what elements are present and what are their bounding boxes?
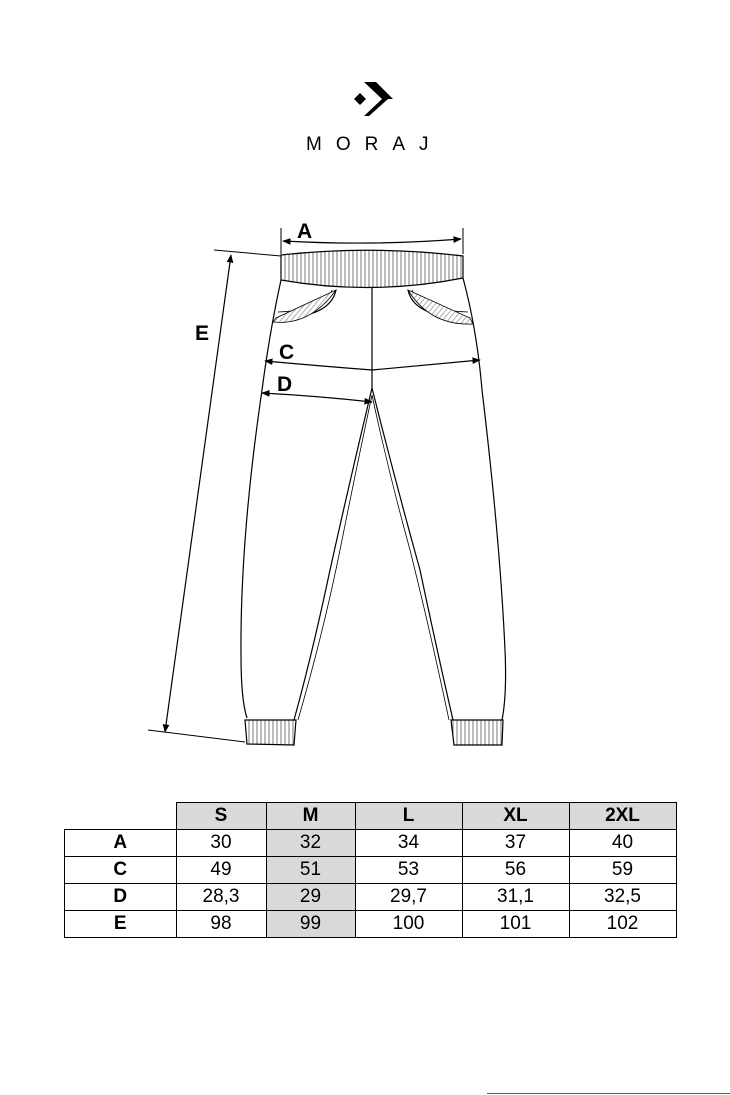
table-row: E 98 99 100 101 102: [64, 910, 677, 938]
table-cell: 40: [568, 829, 677, 857]
table-cell: 29: [265, 883, 356, 911]
dimension-label-d: D: [277, 373, 292, 396]
dimension-label-e: E: [195, 322, 209, 345]
table-cell: 100: [354, 910, 463, 938]
brand-name: MORAJ: [306, 134, 443, 155]
row-label-d: D: [64, 883, 177, 911]
dimension-a: A: [280, 220, 464, 254]
table-cell: 102: [568, 910, 677, 938]
row-label-a: A: [64, 829, 177, 857]
table-cell: 59: [568, 856, 677, 884]
dimension-label-a: A: [297, 220, 312, 243]
table-cell: 51: [265, 856, 356, 884]
table-row: C 49 51 53 56 59: [64, 856, 677, 884]
size-header-xl: XL: [461, 802, 570, 830]
dimension-e: E: [147, 249, 282, 743]
table-cell: 37: [461, 829, 570, 857]
size-header-row: S M L XL 2XL: [64, 802, 677, 830]
dimension-c: C: [264, 341, 481, 371]
table-cell: 56: [461, 856, 570, 884]
table-cell: 99: [265, 910, 356, 938]
dimension-label-c: C: [279, 341, 294, 364]
size-header-2xl: 2XL: [568, 802, 677, 830]
row-label-c: C: [64, 856, 177, 884]
dimension-d: D: [261, 373, 373, 405]
table-cell: 31,1: [461, 883, 570, 911]
table-cell: 49: [175, 856, 267, 884]
table-cell: 98: [175, 910, 267, 938]
size-chart-table: S M L XL 2XL A 30 32 34 37 40 C 49 51 53…: [64, 802, 677, 938]
table-row: D 28,3 29 29,7 31,1 32,5: [64, 883, 677, 911]
size-header-m: M: [265, 802, 356, 830]
table-cell: 29,7: [354, 883, 463, 911]
table-cell: 32: [265, 829, 356, 857]
table-cell: 101: [461, 910, 570, 938]
table-cell: 32,5: [568, 883, 677, 911]
table-row: A 30 32 34 37 40: [64, 829, 677, 857]
accent-divider-line: [487, 1093, 730, 1094]
row-label-e: E: [64, 910, 177, 938]
pants-outline: [240, 249, 507, 746]
brand-logo-icon: [354, 82, 393, 116]
table-cell: 28,3: [175, 883, 267, 911]
table-cell: 30: [175, 829, 267, 857]
size-header-l: L: [354, 802, 463, 830]
size-header-s: S: [175, 802, 267, 830]
table-cell: 34: [354, 829, 463, 857]
pants-measurement-diagram: A C D E: [147, 220, 507, 746]
table-corner: [64, 802, 177, 830]
table-cell: 53: [354, 856, 463, 884]
